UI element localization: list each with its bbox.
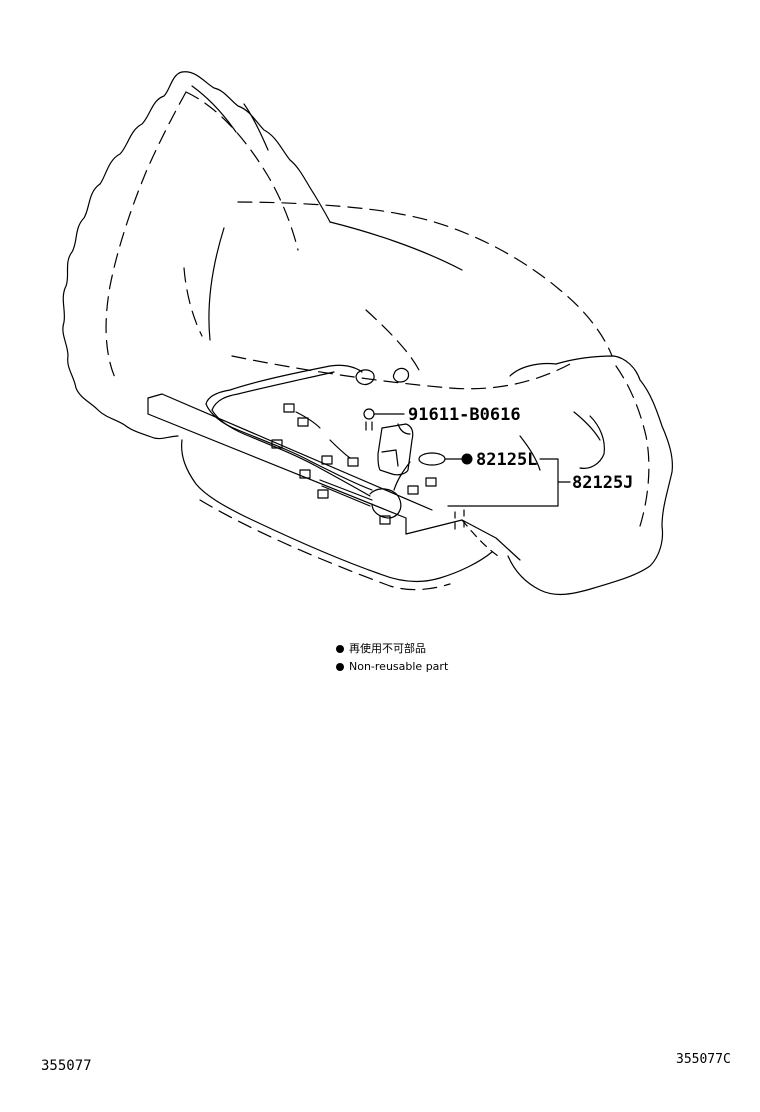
connector-9 [425, 477, 437, 487]
legend-row-english: Non-reusable part [336, 658, 448, 676]
harness-branch-lower [205, 403, 373, 491]
harness-branch-lower-2 [211, 409, 371, 497]
extension-bore [579, 415, 605, 469]
oil-pan-drain-dashed [454, 509, 465, 535]
bolt-part [363, 408, 405, 431]
oil-pan-rim [405, 519, 521, 561]
extension-housing [507, 355, 673, 596]
legend: 再使用不可部品 Non-reusable part [336, 640, 448, 676]
extension-housing-inner [615, 365, 650, 527]
case-rib-2 [365, 309, 421, 373]
harness-main-wire-2 [211, 371, 335, 411]
bell-housing-outline [62, 71, 183, 440]
connector-8 [407, 485, 419, 495]
connector-6 [317, 489, 329, 499]
bell-housing-bore [191, 85, 237, 133]
oil-pan-body [181, 439, 493, 583]
case-body-top-line [329, 221, 463, 271]
switch-sensor [377, 423, 414, 476]
bell-housing-bore-2 [243, 103, 269, 151]
bell-housing-top-edge [181, 71, 331, 223]
case-rib-1 [183, 267, 203, 337]
extension-flange-1 [573, 411, 601, 441]
extension-flange-2 [519, 435, 541, 471]
filled-circle-icon [336, 663, 344, 671]
connector-2 [297, 417, 309, 427]
gasket-part-label: 82125L [476, 450, 537, 470]
oil-pan-top [147, 397, 407, 535]
oil-pan-top-edge [147, 393, 433, 511]
harness-branch-up-1 [295, 411, 321, 429]
connector-10 [347, 457, 359, 467]
harness-main-wire [205, 364, 363, 405]
filled-circle-icon [336, 645, 344, 653]
oil-pan-rim-dashed [461, 519, 499, 557]
bell-housing-inner-arc [185, 91, 299, 251]
diagram-code-left: 355077 [41, 1058, 92, 1074]
connector-5 [299, 469, 311, 479]
gasket-part [418, 452, 446, 466]
bolt-part-label: 91611-B0616 [408, 405, 521, 425]
connector-3 [271, 439, 283, 449]
legend-japanese-text: 再使用不可部品 [349, 642, 426, 655]
harness-loop [369, 488, 402, 519]
connector-1 [283, 403, 295, 413]
harness-branch-up-2 [329, 439, 351, 459]
filled-circle-icon [461, 453, 473, 465]
connector-top-2 [392, 367, 410, 383]
bell-housing-inner-dashed [105, 91, 187, 381]
harness-part-label: 82125J [572, 473, 633, 493]
case-body-side [208, 227, 225, 341]
connector-7 [379, 515, 391, 525]
legend-row-japanese: 再使用不可部品 [336, 640, 448, 658]
legend-english-text: Non-reusable part [349, 660, 449, 673]
diagram-code-right: 355077C [676, 1052, 731, 1067]
case-body-top-dashed [237, 201, 613, 357]
harness-branch-tube [319, 479, 373, 507]
oil-pan-bottom-dashed [199, 499, 451, 591]
connector-4 [321, 455, 333, 465]
connector-top-1 [355, 369, 375, 386]
